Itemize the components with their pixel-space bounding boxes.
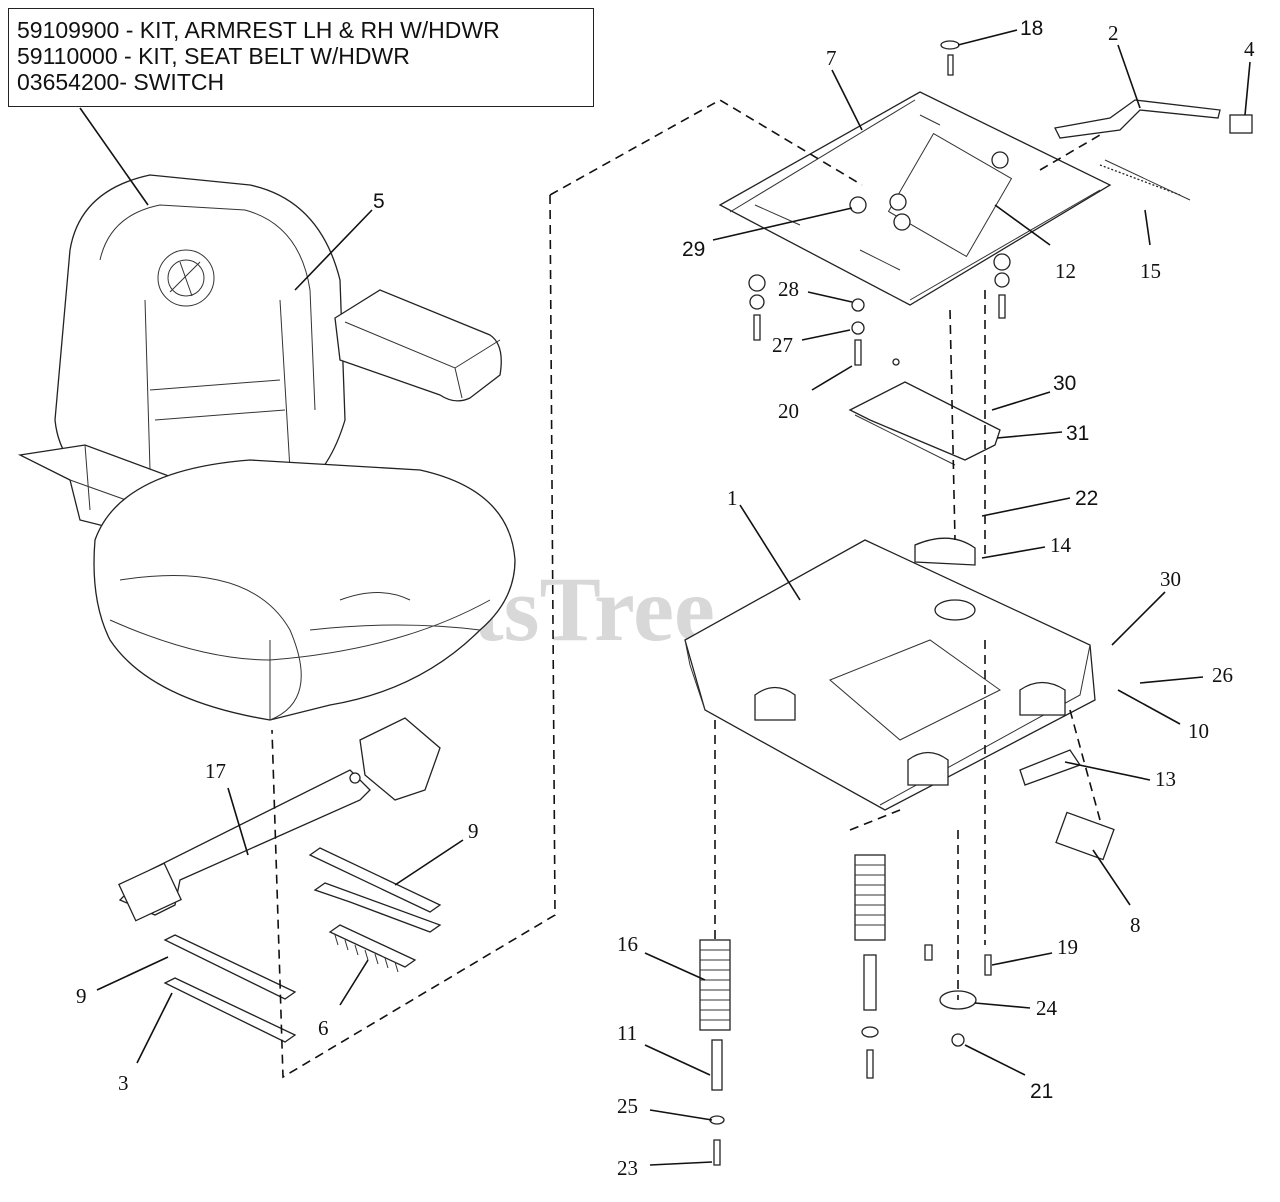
kit-info-box: 59109900 - KIT, ARMREST LH & RH W/HDWR 5… [8, 8, 594, 107]
callout-4: 4 [1244, 37, 1255, 61]
callout-1: 1 [727, 486, 738, 510]
callout-26: 26 [1212, 663, 1233, 687]
seat-mounting-plate[interactable] [718, 91, 1112, 306]
kit-line-armrest: 59109900 - KIT, ARMREST LH & RH W/HDWR [17, 17, 500, 43]
callout-11: 11 [617, 1021, 637, 1045]
adjustment-lever[interactable] [1054, 99, 1253, 139]
callout-17: 17 [205, 759, 226, 783]
callout-27: 27 [772, 333, 793, 357]
mounting-hardware[interactable] [748, 40, 1191, 366]
callout-12: 12 [1055, 259, 1076, 283]
callout-22: 22 [1075, 487, 1098, 510]
callout-18: 18 [1020, 17, 1043, 40]
callout-25: 25 [617, 1094, 638, 1118]
kit-line-switch: 03654200- SWITCH [17, 69, 225, 95]
callout-9-lower: 9 [76, 984, 87, 1008]
callout-30-top: 30 [1053, 372, 1076, 395]
callout-23: 23 [617, 1156, 638, 1180]
bracket-31[interactable] [848, 381, 1001, 466]
callout-15: 15 [1140, 259, 1161, 283]
brand-logo-icon [157, 249, 215, 307]
callout-14: 14 [1050, 533, 1072, 557]
callout-24: 24 [1036, 996, 1058, 1020]
callout-31: 31 [1066, 422, 1089, 445]
callout-16: 16 [617, 932, 638, 956]
callout-9-upper: 9 [468, 819, 479, 843]
callout-7: 7 [826, 46, 837, 70]
callout-2: 2 [1108, 21, 1119, 45]
leader-lines [79, 29, 1251, 1166]
callout-28: 28 [778, 277, 799, 301]
kit-line-seat-belt: 59110000 - KIT, SEAT BELT W/HDWR [17, 43, 410, 69]
seat-base-plate[interactable] [684, 537, 1115, 861]
callout-13: 13 [1155, 767, 1176, 791]
callout-5: 5 [373, 190, 385, 213]
seat-illustration[interactable] [17, 174, 516, 721]
callout-21: 21 [1030, 1080, 1053, 1103]
callout-10: 10 [1188, 719, 1209, 743]
assembly-guide-lines [271, 99, 1101, 1079]
callout-19: 19 [1057, 935, 1078, 959]
callout-29: 29 [682, 238, 705, 261]
callout-3: 3 [118, 1071, 129, 1095]
callout-8: 8 [1130, 913, 1141, 937]
callout-labels: 5 7 18 2 4 29 12 15 28 27 20 30 31 1 22 … [76, 17, 1255, 1180]
callout-20: 20 [778, 399, 799, 423]
callout-30-right: 30 [1160, 567, 1181, 591]
suspension-springs[interactable] [699, 854, 992, 1166]
strap-plates[interactable] [163, 847, 442, 1043]
callout-6: 6 [318, 1016, 329, 1040]
